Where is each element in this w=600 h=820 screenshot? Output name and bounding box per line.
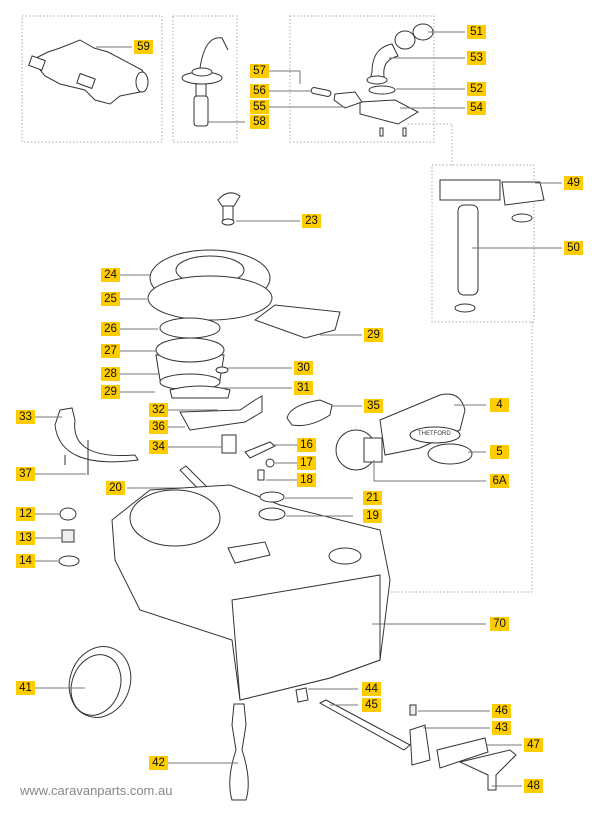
pump-part-59: [28, 39, 149, 105]
callout-18: 18: [297, 473, 316, 487]
slide-plate-part-29: [253, 304, 341, 339]
part-17: [265, 458, 275, 468]
callout-16: 16: [297, 438, 316, 452]
callout-57: 57: [250, 64, 269, 78]
callout-29-screw: 29: [101, 385, 120, 399]
cap-part-6A: [335, 429, 383, 471]
callout-41: 41: [16, 681, 35, 695]
part-44: [295, 687, 309, 703]
handle-part-42: [229, 703, 249, 801]
callout-24: 24: [101, 268, 120, 282]
part-30: [215, 366, 229, 374]
callout-59: 59: [134, 40, 153, 54]
callout-37: 37: [16, 467, 35, 481]
callout-35: 35: [364, 399, 383, 413]
part-31: [169, 385, 231, 399]
callout-31: 31: [294, 381, 313, 395]
callout-48: 48: [524, 779, 543, 793]
callout-43: 43: [492, 721, 511, 735]
callout-14: 14: [16, 554, 35, 568]
callout-34: 34: [149, 440, 168, 454]
sensor-part-58: [181, 37, 229, 127]
callout-5: 5: [490, 445, 509, 459]
valve-parts: [310, 23, 434, 137]
callout-33: 33: [16, 410, 35, 424]
callout-28: 28: [101, 367, 120, 381]
callout-20: 20: [106, 481, 125, 495]
flush-tube-parts: [439, 179, 545, 313]
callout-6A: 6A: [490, 474, 509, 488]
callout-44: 44: [362, 682, 381, 696]
part-19: [258, 507, 286, 521]
cover-part-35: [286, 399, 333, 426]
part-34: [221, 434, 237, 454]
callout-13: 13: [16, 531, 35, 545]
discharge-spout-part-4: THETFORD: [379, 393, 466, 456]
cassette-tank-part-70: [111, 484, 391, 701]
callout-42: 42: [149, 756, 168, 770]
spring-part-13: [61, 529, 75, 543]
group-box-pump: [21, 15, 163, 143]
callout-56: 56: [250, 84, 269, 98]
callout-53: 53: [467, 51, 486, 65]
callout-49: 49: [564, 176, 583, 190]
callout-17: 17: [297, 456, 316, 470]
part-14: [58, 555, 80, 567]
callout-70: 70: [490, 617, 509, 631]
callout-23: 23: [302, 214, 321, 228]
brand-mark: THETFORD: [418, 431, 451, 437]
callout-4: 4: [490, 398, 509, 412]
group-box-level-sensor: [172, 15, 238, 143]
part-16: [244, 441, 276, 459]
callout-46: 46: [492, 704, 511, 718]
wheel-part-41: [68, 646, 132, 718]
callout-55: 55: [250, 100, 269, 114]
callout-50: 50: [564, 241, 583, 255]
callout-47: 47: [524, 738, 543, 752]
callout-30: 30: [294, 361, 313, 375]
callout-21: 21: [363, 491, 382, 505]
spring-part-18: [257, 469, 265, 481]
rod-part-45: [318, 699, 411, 751]
bracket-part-43: [409, 724, 431, 766]
latch-cover-part-48: [458, 749, 517, 791]
callout-25: 25: [101, 292, 120, 306]
callout-19: 19: [363, 509, 382, 523]
callout-58: 58: [250, 115, 269, 129]
callout-26: 26: [101, 322, 120, 336]
bowl-ring-stack: [147, 249, 273, 391]
callout-12: 12: [16, 507, 35, 521]
callout-51: 51: [467, 25, 486, 39]
button-part-12: [59, 507, 77, 521]
callout-54: 54: [467, 101, 486, 115]
callout-27: 27: [101, 344, 120, 358]
group-box-valve: [289, 15, 435, 143]
callout-29-plate: 29: [364, 328, 383, 342]
callout-32: 32: [149, 403, 168, 417]
part-21: [259, 491, 285, 503]
seal-part-5: [427, 443, 473, 465]
callout-52: 52: [467, 82, 486, 96]
latch-part-47: [436, 737, 489, 769]
watermark: www.caravanparts.com.au: [20, 783, 173, 798]
callout-36: 36: [149, 420, 168, 434]
mechanism-part-36: [179, 395, 263, 431]
spring-part-46: [409, 704, 417, 716]
bracket-part-33: [54, 407, 139, 463]
cap-part-23: [217, 192, 241, 226]
callout-45: 45: [362, 698, 381, 712]
